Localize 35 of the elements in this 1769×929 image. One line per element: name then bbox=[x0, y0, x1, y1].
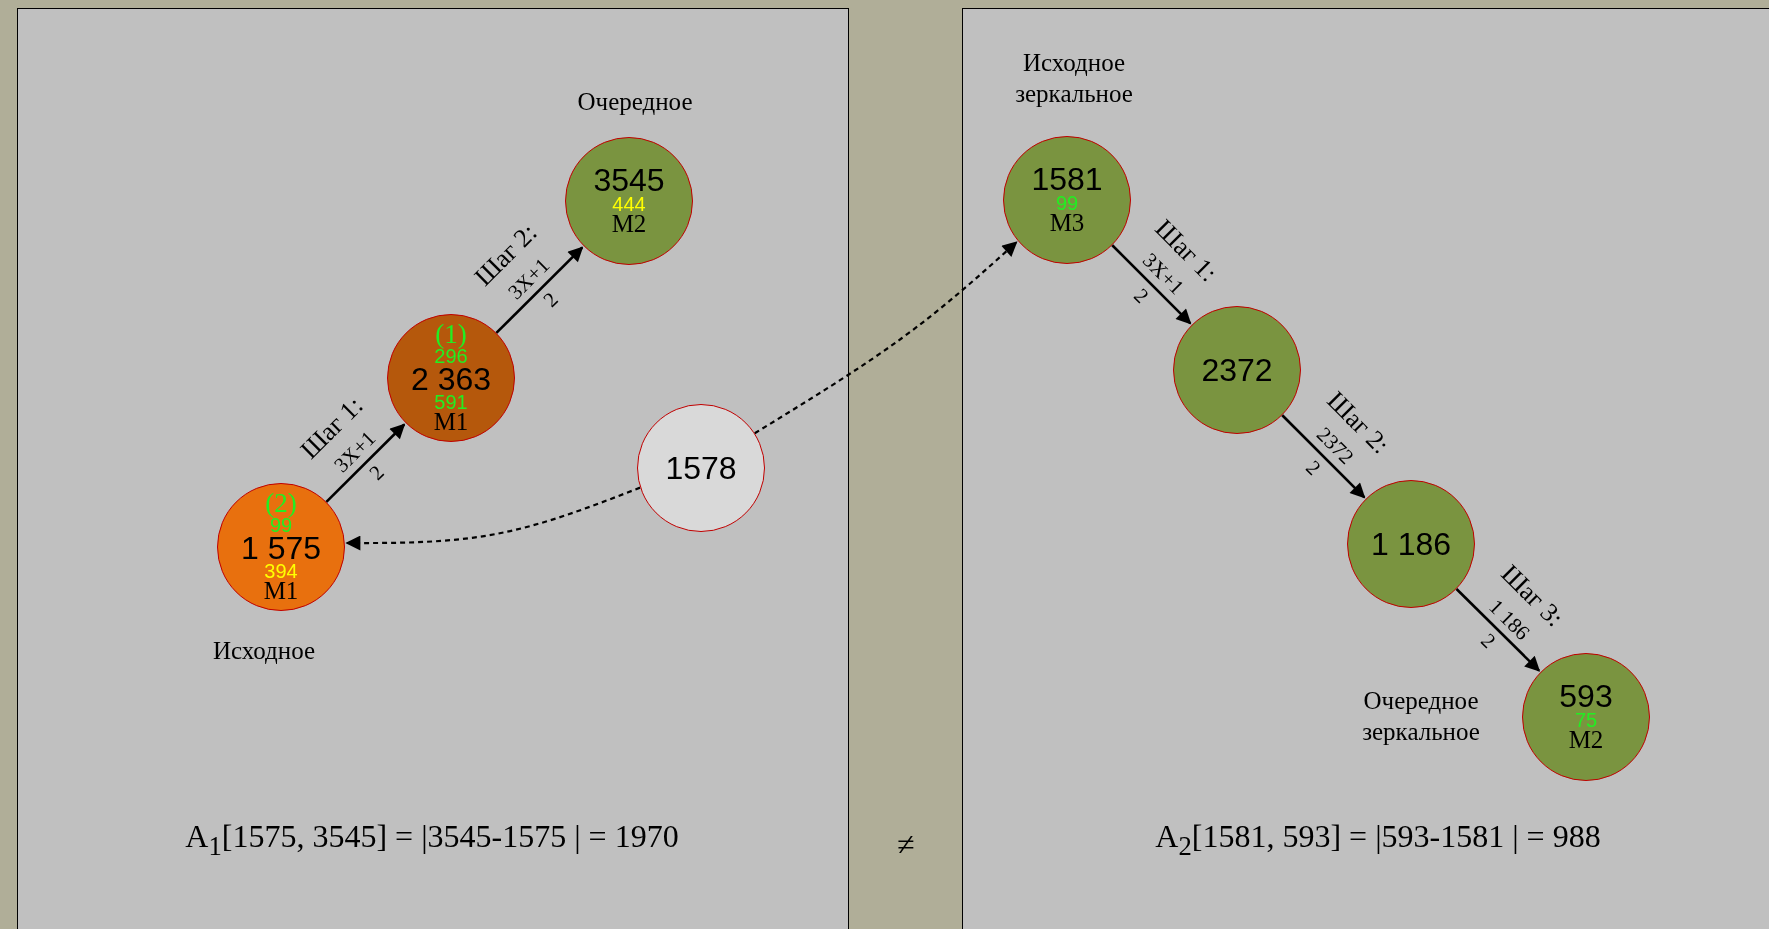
node-tag: M1 bbox=[263, 580, 299, 603]
arrow bbox=[1111, 244, 1192, 325]
formula: A$_{2}$[1581, 593] = |593-1581 | = 988 bbox=[1155, 818, 1601, 862]
node-value: 593 bbox=[1559, 682, 1613, 712]
node-note: 99 bbox=[1055, 194, 1079, 213]
node-note: 75 bbox=[1574, 711, 1598, 730]
node-index: (1) bbox=[435, 322, 467, 347]
node-value: 3545 bbox=[593, 166, 665, 196]
node-caption: Очередное зеркальное bbox=[1361, 685, 1481, 747]
node-tag: M2 bbox=[611, 213, 647, 236]
node-caption: Исходное bbox=[211, 636, 317, 667]
formula: ≠ bbox=[897, 825, 915, 863]
node-value: 2372 bbox=[1201, 355, 1273, 385]
node-value: 1 575 bbox=[240, 533, 322, 563]
node-tag: M1 bbox=[433, 411, 469, 434]
node-value: 1 186 bbox=[1370, 529, 1452, 559]
arrow bbox=[1455, 588, 1541, 672]
arrow bbox=[325, 423, 406, 503]
formula: A$_{1}$[1575, 3545] = |3545-1575 | = 1970 bbox=[185, 818, 679, 862]
node-index: (2) bbox=[265, 491, 297, 516]
node-value: 1578 bbox=[665, 453, 737, 483]
arrow bbox=[495, 246, 584, 334]
node-note: 394 bbox=[264, 562, 298, 581]
dashed-arrow bbox=[754, 241, 1018, 435]
arrow bbox=[1281, 414, 1366, 499]
node-note: 444 bbox=[612, 195, 646, 214]
fraction-denominator: 2 bbox=[1476, 630, 1500, 653]
node-note: 591 bbox=[434, 393, 468, 412]
dashed-arrow bbox=[345, 486, 641, 551]
node-tag: M2 bbox=[1568, 729, 1604, 752]
node-caption: Исходное зеркальное bbox=[1014, 47, 1134, 109]
node-value: 1581 bbox=[1031, 165, 1103, 195]
node-tag: M3 bbox=[1049, 212, 1085, 235]
node-caption: Очередное bbox=[576, 87, 694, 118]
node-value: 2 363 bbox=[410, 364, 492, 394]
